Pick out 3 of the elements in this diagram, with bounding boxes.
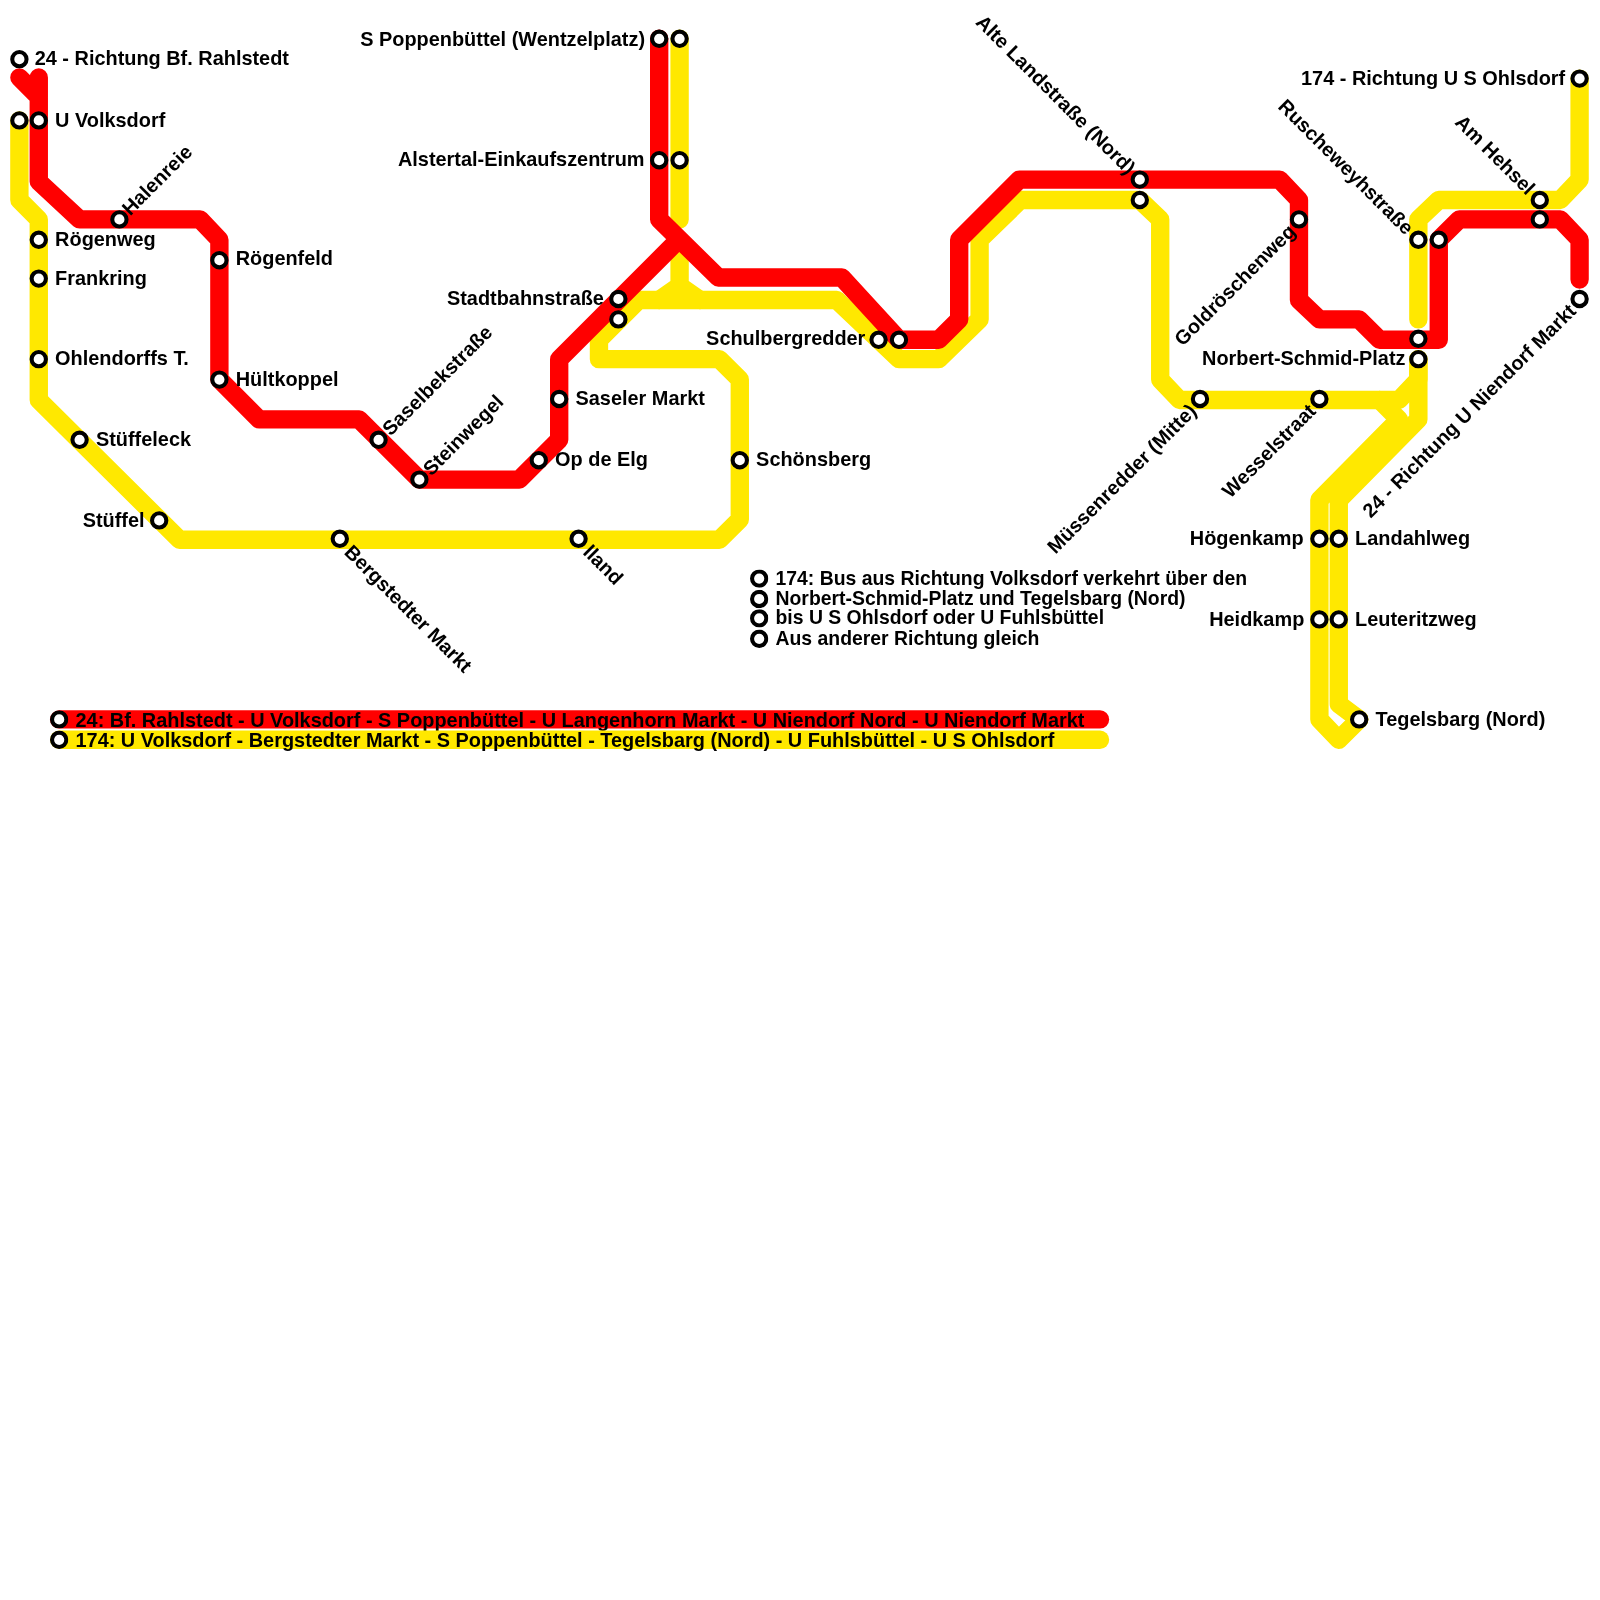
stop-name: Tegelsbarg (Nord): [1375, 707, 1546, 730]
stop-name: Heidkamp: [1209, 607, 1305, 630]
stop-name: Leuteritzweg: [1355, 607, 1477, 630]
